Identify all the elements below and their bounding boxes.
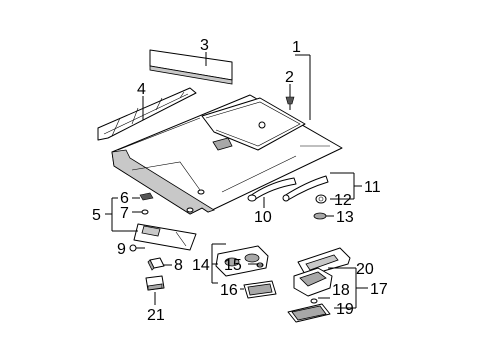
lens (243, 280, 277, 299)
callout-13: 13 (336, 209, 354, 226)
callout-10: 10 (254, 209, 272, 226)
small-plate (139, 192, 154, 201)
holder (147, 257, 165, 271)
dome-lamp (293, 267, 333, 297)
callout-14: 14 (192, 257, 210, 274)
insulator-pad (149, 49, 233, 85)
callout-18: 18 (332, 282, 350, 299)
sun-visor (133, 223, 197, 251)
screw (141, 209, 149, 215)
callout-8: 8 (174, 257, 183, 274)
bracket (145, 275, 165, 291)
callout-2: 2 (285, 69, 294, 86)
callout-21: 21 (147, 307, 165, 324)
callout-labels: 1 2 3 4 5 6 7 8 9 10 11 12 13 14 15 16 1… (92, 37, 388, 324)
callout-16: 16 (220, 282, 238, 299)
map-lamp (215, 245, 269, 277)
lens-2 (287, 303, 331, 323)
handle-cap-2 (313, 212, 327, 220)
clip (285, 96, 295, 110)
bulb (256, 262, 264, 268)
callout-15: 15 (224, 257, 242, 274)
headliner (111, 94, 343, 215)
bulb-2 (310, 298, 318, 304)
callout-11: 11 (364, 179, 381, 196)
callout-5: 5 (92, 207, 101, 224)
callout-6: 6 (120, 190, 129, 207)
screw-2 (129, 244, 137, 252)
callout-1: 1 (292, 39, 301, 56)
handle-cap (315, 194, 327, 204)
callout-9: 9 (117, 241, 126, 258)
leader-lines (105, 52, 368, 309)
callout-17: 17 (370, 281, 388, 298)
callout-19: 19 (336, 301, 354, 318)
grab-handle (247, 177, 297, 202)
callout-4: 4 (137, 81, 146, 98)
callout-7: 7 (120, 205, 129, 222)
roof-rail-trim (97, 87, 197, 141)
callout-20: 20 (356, 261, 374, 278)
callout-12: 12 (334, 192, 352, 209)
callout-3: 3 (200, 37, 209, 54)
grab-handle-2 (282, 175, 329, 202)
